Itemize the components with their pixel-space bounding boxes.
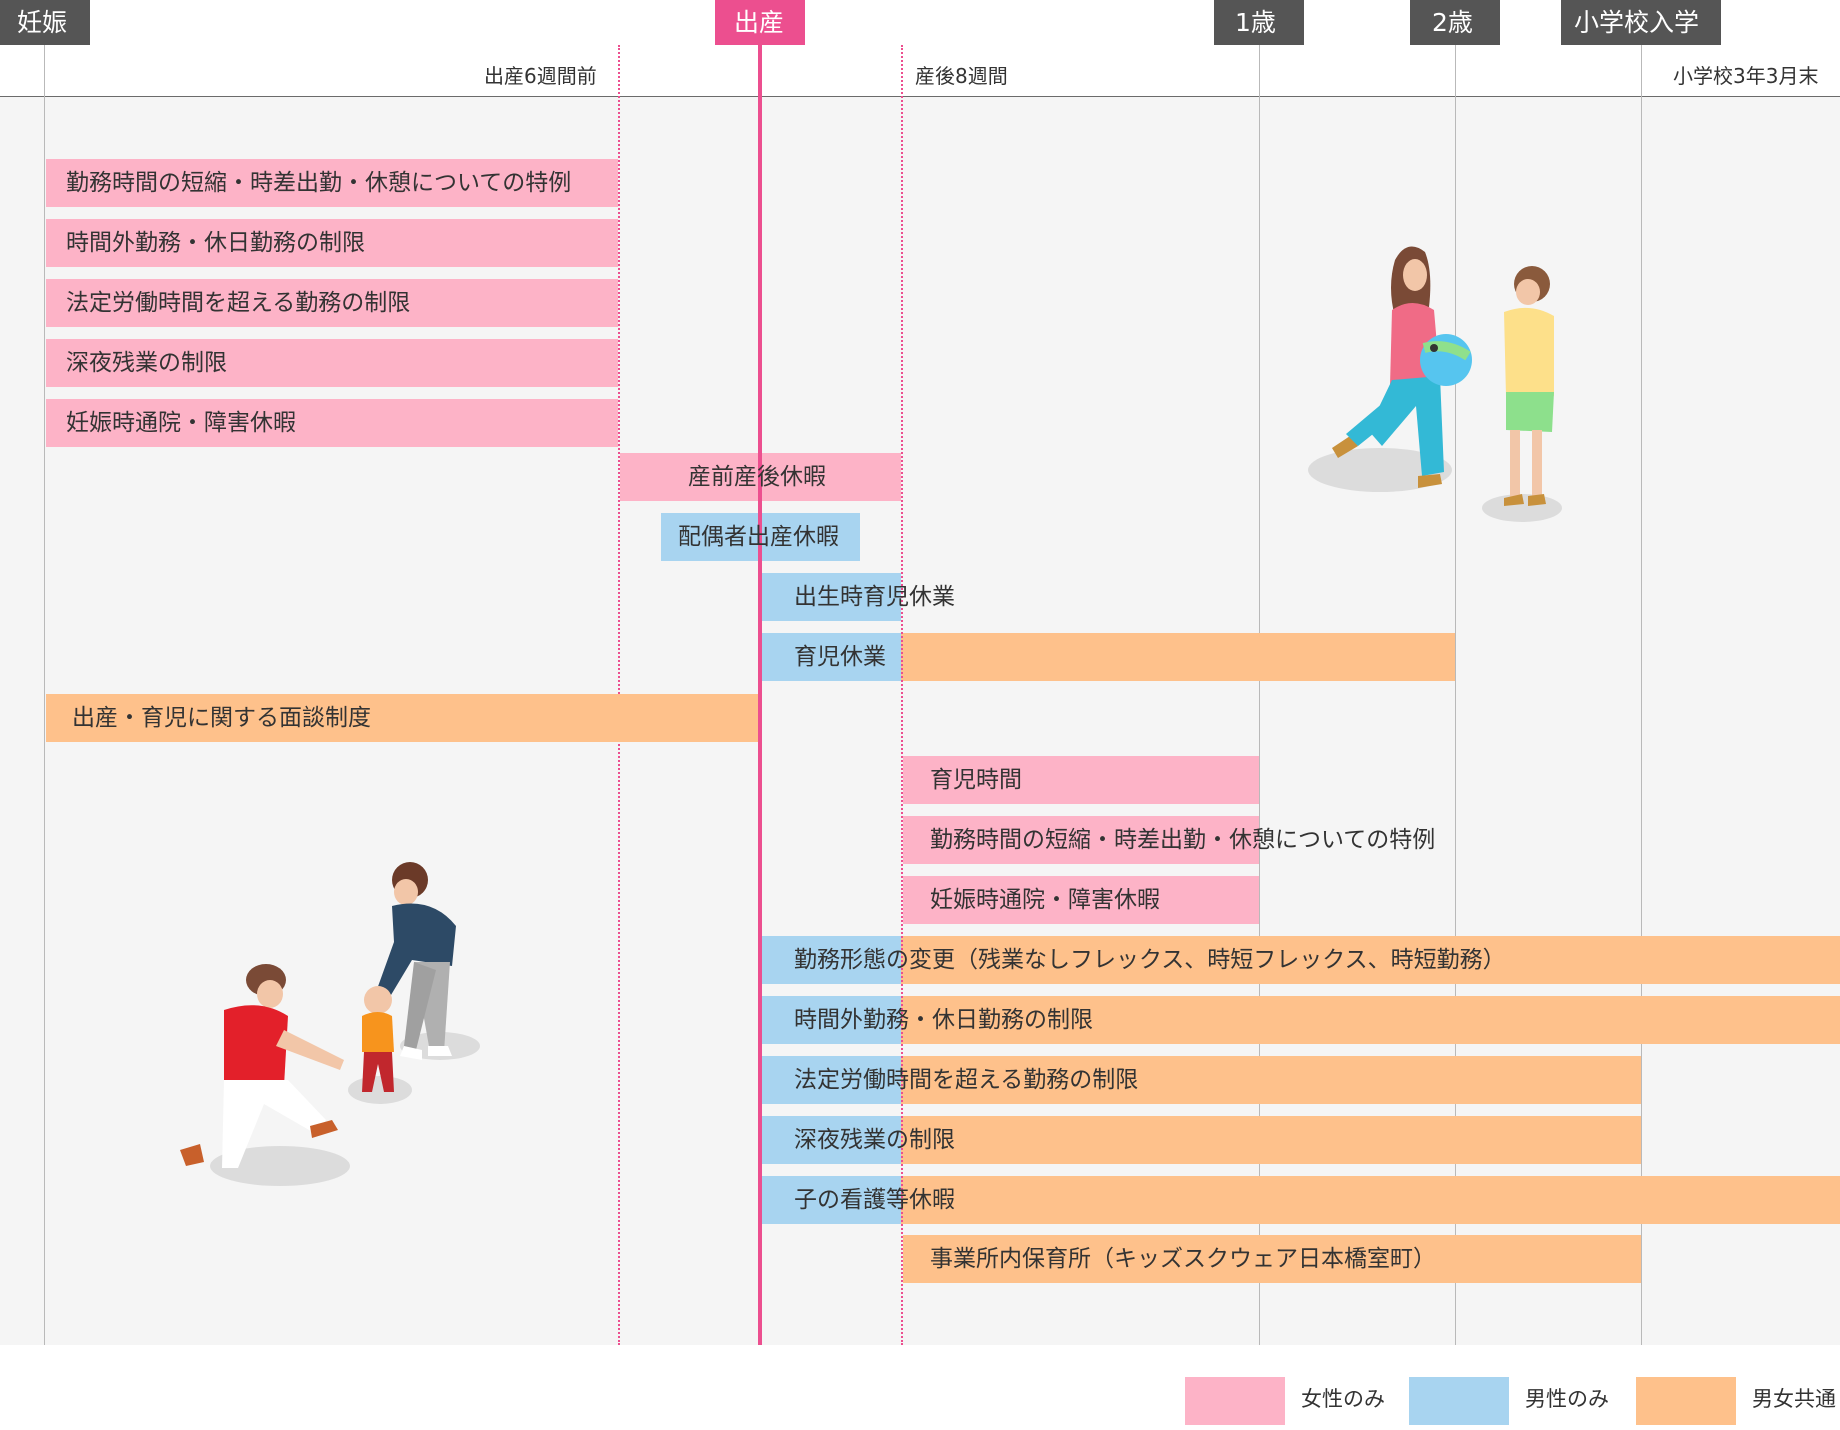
legend-swatch-both <box>1636 1377 1736 1425</box>
mother-child-ball-illustration <box>1308 246 1562 522</box>
label-school-grade3-end: 小学校3年3月末 <box>1673 64 1819 88</box>
milestone-school-entry: 小学校入学 <box>1561 0 1721 45</box>
age1-line <box>1259 45 1260 1345</box>
bar-onsite-nursery: 事業所内保育所（キッズスクウェア日本橋室町） <box>903 1235 1641 1283</box>
bar-maternity-checkup-postnatal: 妊娠時通院・障害休暇 <box>903 876 1259 924</box>
bar-night-overtime-pregnancy: 深夜残業の制限 <box>46 339 618 387</box>
birth-line <box>758 45 762 1345</box>
bar-interview-system: 出産・育児に関する面談制度 <box>46 694 758 742</box>
bar-childcare-time: 育児時間 <box>903 756 1259 804</box>
bar-spouse-birth-leave: 配偶者出産休暇 <box>661 513 860 561</box>
milestone-birth: 出産 <box>715 0 805 45</box>
pregnancy-line <box>44 45 45 1345</box>
bar-night-overtime-childcare: 深夜残業の制限 <box>762 1116 1641 1164</box>
bar-statutory-hours-pregnancy: 法定労働時間を超える勤務の制限 <box>46 279 618 327</box>
bar-child-sick-leave: 子の看護等休暇 <box>762 1176 1840 1224</box>
bar-work-style-change: 勤務形態の変更（残業なしフレックス、時短フレックス、時短勤務） <box>762 936 1840 984</box>
bar-maternity-checkup-pregnancy: 妊娠時通院・障害休暇 <box>46 399 618 447</box>
header-divider <box>0 96 1840 97</box>
milestone-pregnancy: 妊娠 <box>0 0 90 45</box>
milestone-age2: 2歳 <box>1410 0 1500 45</box>
bar-overtime-limit-pregnancy: 時間外勤務・休日勤務の制限 <box>46 219 618 267</box>
bar-statutory-hours-childcare: 法定労働時間を超える勤務の制限 <box>762 1056 1641 1104</box>
eight-weeks-after-line-overlay <box>901 45 903 1345</box>
label-six-weeks-before: 出産6週間前 <box>484 64 597 88</box>
bar-short-hours-postnatal: 勤務時間の短縮・時差出勤・休憩についての特例 <box>903 816 1435 864</box>
bar-maternity-leave: 産前産後休暇 <box>620 453 901 501</box>
milestone-age1: 1歳 <box>1214 0 1304 45</box>
bar-overtime-limit-childcare: 時間外勤務・休日勤務の制限 <box>762 996 1840 1044</box>
bar-paternity-leave-at-birth: 出生時育児休業 <box>762 573 955 621</box>
parents-toddler-illustration <box>180 862 480 1186</box>
bar-short-hours-pregnancy: 勤務時間の短縮・時差出勤・休憩についての特例 <box>46 159 618 207</box>
legend-label-both: 男女共通 <box>1752 1387 1836 1411</box>
bar-childcare-leave: 育児休業 <box>762 633 1455 681</box>
legend-label-male-only: 男性のみ <box>1525 1387 1609 1411</box>
label-eight-weeks-after: 産後8週間 <box>915 64 1008 88</box>
age2-line <box>1455 45 1456 1345</box>
legend-label-female-only: 女性のみ <box>1301 1387 1385 1411</box>
legend-swatch-male-only <box>1409 1377 1509 1425</box>
legend-swatch-female-only <box>1185 1377 1285 1425</box>
school-entry-line <box>1641 45 1642 1345</box>
